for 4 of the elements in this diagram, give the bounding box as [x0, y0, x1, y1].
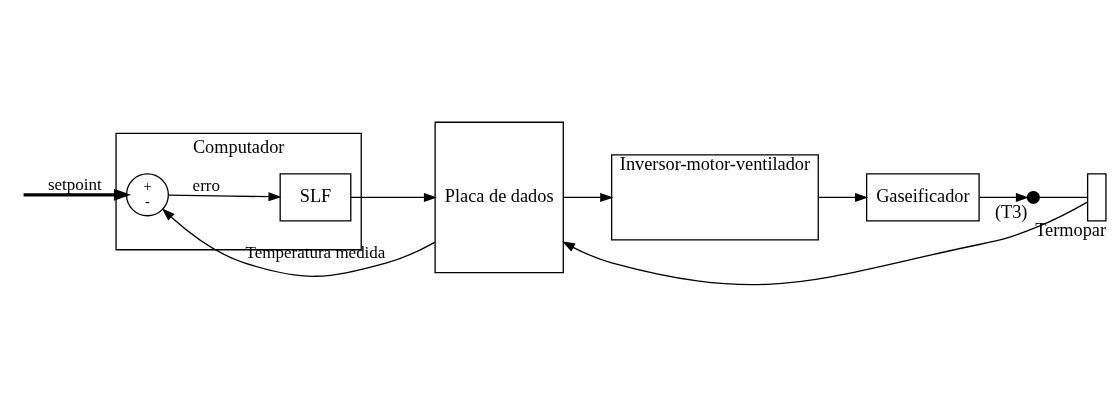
edge-label: erro [192, 176, 220, 196]
edge-label: setpoint [47, 175, 102, 195]
node-label: (T3) [994, 201, 1028, 222]
node-label: Termopar [1035, 219, 1107, 240]
